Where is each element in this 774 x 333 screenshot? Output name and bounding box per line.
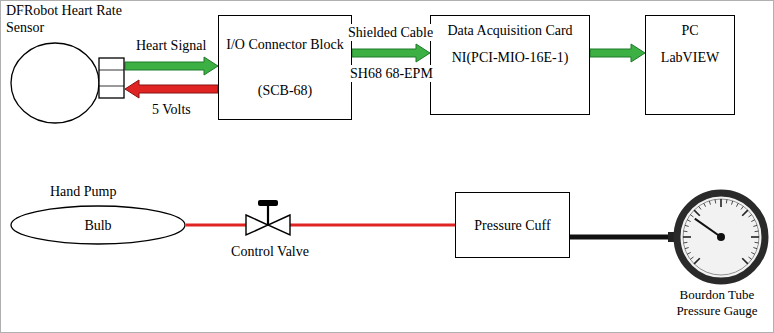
connector-arrow (590, 44, 645, 62)
cable-label: SH68 68-EPM (348, 65, 435, 82)
box-title: Data Acquisition Card (447, 22, 572, 39)
box-title: PC (681, 22, 698, 39)
gauge-label: Bourdon Tube Pressure Gauge (662, 287, 772, 319)
connector-arrow (352, 44, 430, 62)
valve-body (246, 215, 290, 235)
edge-label: 5 Volts (150, 101, 193, 118)
pc-box: PC LabVIEW (645, 15, 735, 115)
connector-arrow (290, 225, 455, 226)
box-subtitle: (SCB-68) (258, 82, 312, 99)
daq-card-box: Data Acquisition CardNI(PCI-MIO-16E-1) (430, 15, 590, 115)
pressure-cuff-box: Pressure Cuff (455, 192, 570, 258)
bulb-label: Bulb (84, 217, 111, 234)
sensor-outline (10, 42, 125, 124)
gauge-dial (668, 187, 768, 287)
control-valve: Control Valve (226, 196, 314, 270)
sensor-heading: DFRobot Heart Rate Sensor (6, 2, 148, 36)
box-title: Pressure Cuff (474, 217, 550, 234)
connector-arrow (125, 80, 218, 98)
heart-rate-sensor: DFRobot Heart Rate Sensor (4, 2, 154, 126)
hand-pump-bulb: Hand PumpBulb (8, 183, 188, 249)
valve-symbol (246, 215, 290, 235)
connector-arrow (186, 225, 246, 226)
pump-heading: Hand Pump (50, 183, 117, 200)
connector-arrow (570, 237, 668, 238)
connector-arrow (125, 57, 218, 75)
connector-block: I/O Connector Block (SCB-68) (218, 15, 352, 120)
bulb-outline: Bulb (10, 205, 186, 245)
bourdon-gauge: Bourdon Tube Pressure Gauge (662, 181, 772, 331)
box-title: I/O Connector Block (226, 36, 343, 53)
gauge-drawing (668, 187, 768, 287)
valve-label: Control Valve (226, 243, 314, 260)
box-subtitle: NI(PCI-MIO-16E-1) (452, 49, 569, 66)
box-subtitle: LabVIEW (661, 49, 719, 66)
edge-label: Shielded Cable (346, 24, 435, 41)
sensor-drawing (10, 42, 125, 124)
edge-label: Heart Signal (134, 37, 208, 54)
